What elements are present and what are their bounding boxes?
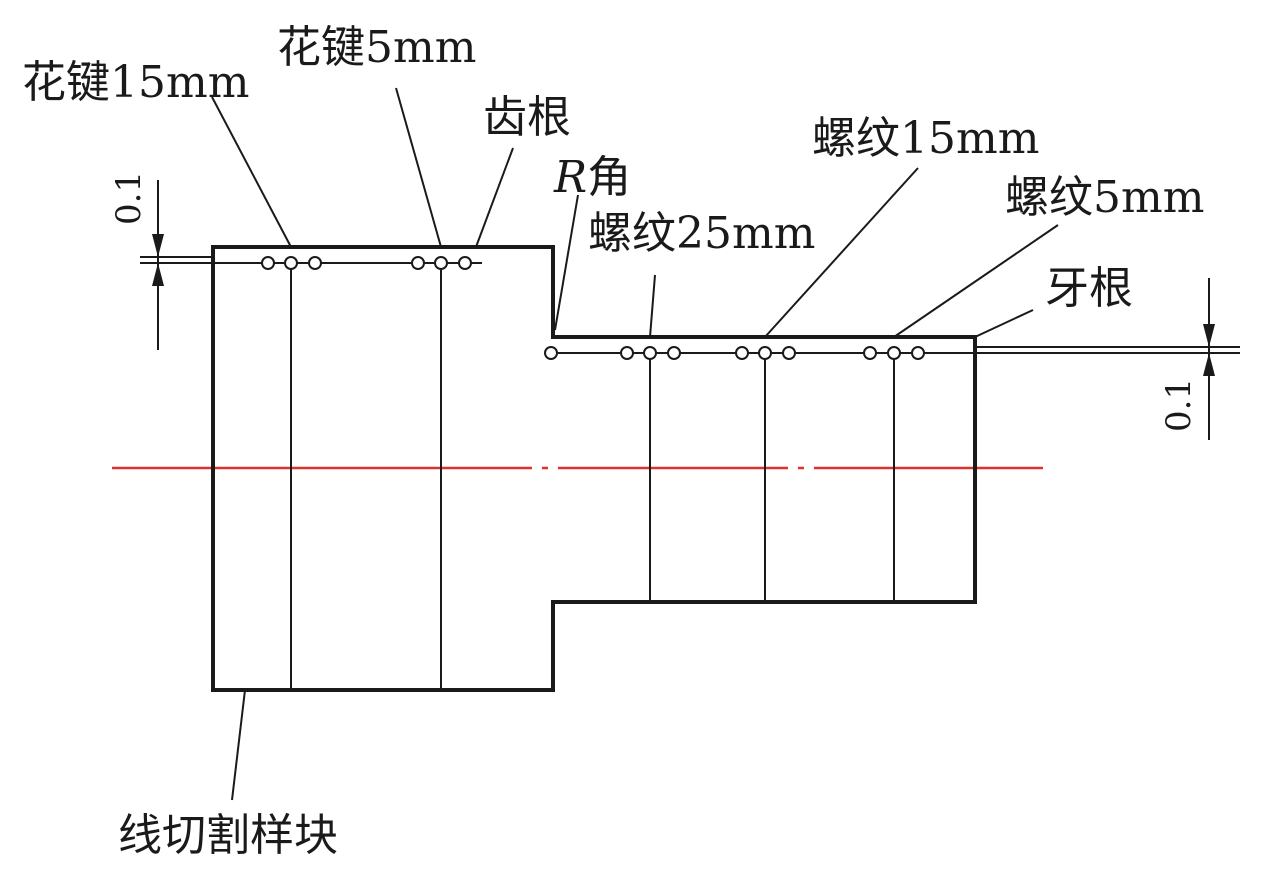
measuring-points-thread: [544, 346, 925, 360]
label-thread-root: 牙根: [1045, 263, 1133, 314]
dimension-right: 0.1: [1159, 278, 1215, 440]
label-tooth-root: 齿根: [483, 92, 571, 143]
label-thread-25mm: 螺纹25mm: [588, 208, 815, 259]
dimension-left-label: 0.1: [109, 171, 149, 225]
label-spline-5mm: 花键5mm: [277, 22, 476, 73]
label-thread-15mm: 螺纹15mm: [812, 113, 1039, 164]
label-r-angle: R角: [553, 152, 631, 203]
label-wire-cut-sample: 线切割样块: [118, 810, 338, 861]
label-thread-5mm: 螺纹5mm: [1005, 172, 1204, 223]
part-outline: [211, 245, 977, 692]
dimension-left: 0.1: [109, 171, 164, 350]
measuring-points-spline: [261, 256, 472, 270]
dimension-right-label: 0.1: [1159, 378, 1199, 432]
label-spline-15mm: 花键15mm: [22, 57, 249, 108]
leader-lines: [211, 87, 1059, 801]
